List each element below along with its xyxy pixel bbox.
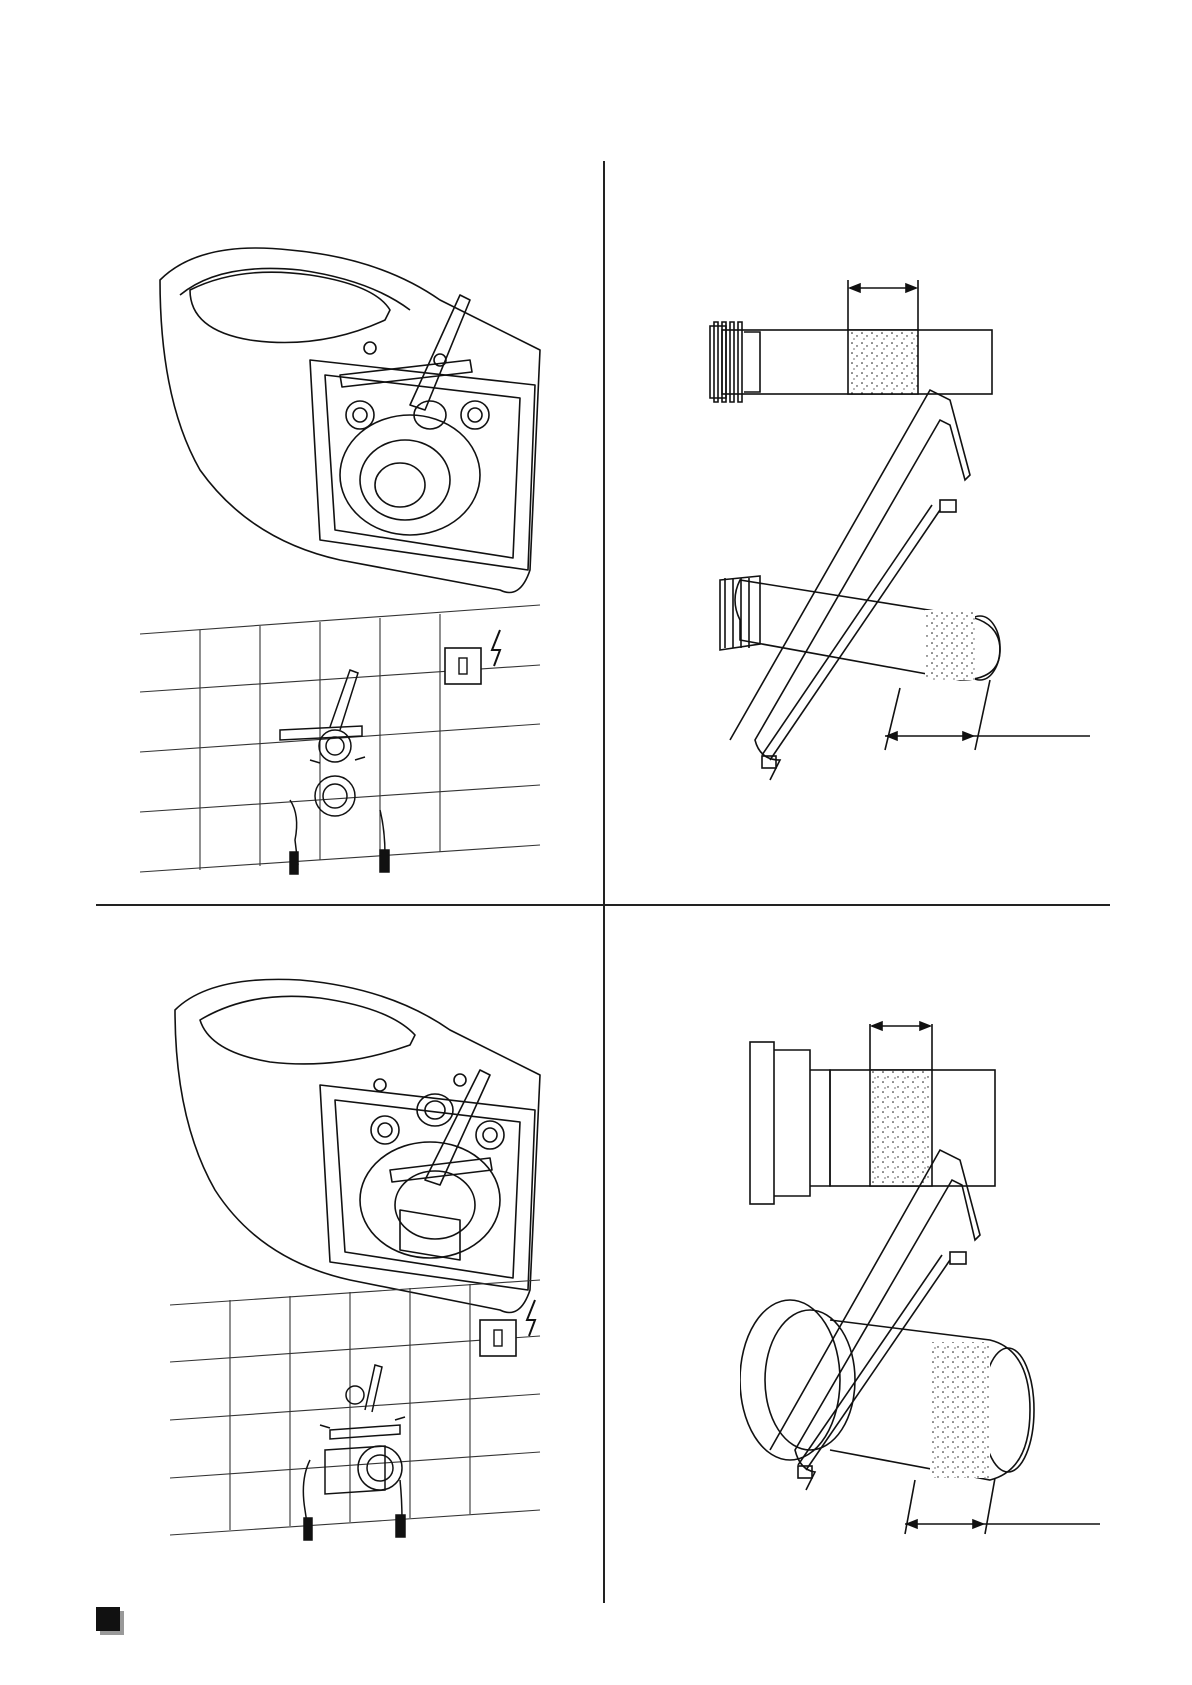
- panel-top-right: [700, 260, 1120, 880]
- electrical-outlet-icon: [445, 648, 481, 684]
- panel-bottom-right: [740, 1010, 1120, 1610]
- panel-bottom-left: [170, 970, 560, 1590]
- hacksaw-icon: [700, 260, 1120, 880]
- toilet-bowl-icon: [140, 240, 560, 900]
- toilet-bowl-icon-2: [170, 970, 560, 1590]
- electrical-outlet-icon-2: [480, 1320, 516, 1356]
- lightning-icon: [492, 630, 500, 666]
- hacksaw-icon-2: [740, 1010, 1120, 1610]
- panel-top-left: [140, 240, 560, 900]
- vertical-divider: [603, 161, 605, 1603]
- section-marker-icon: [96, 1607, 120, 1631]
- lightning-icon-2: [527, 1300, 535, 1336]
- horizontal-divider: [96, 904, 1110, 906]
